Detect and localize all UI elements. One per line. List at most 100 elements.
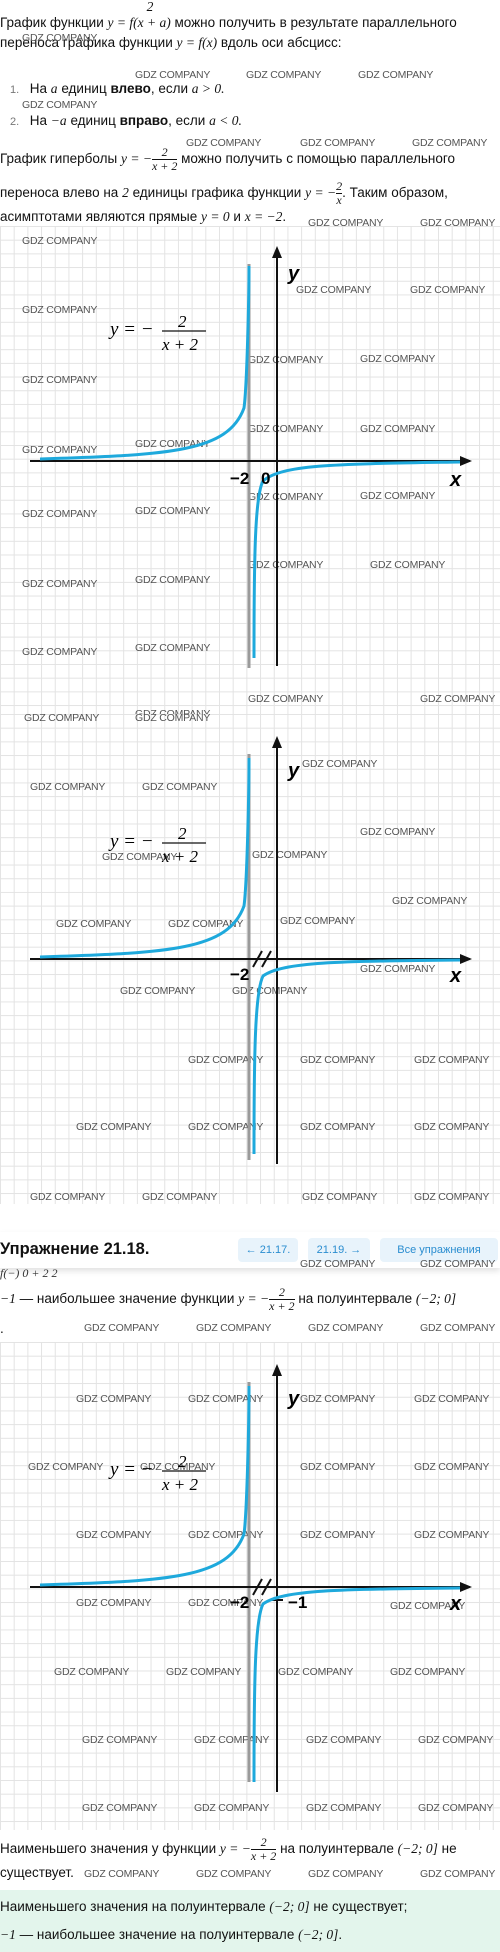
watermark: GDZ COMPANY [135, 69, 211, 81]
svg-text:GDZ COMPANY: GDZ COMPANY [82, 1802, 157, 1814]
svg-text:GDZ COMPANY: GDZ COMPANY [22, 508, 97, 520]
y-axis-arrow [272, 736, 282, 748]
svg-text:GDZ COMPANY: GDZ COMPANY [22, 578, 97, 590]
svg-text:GDZ COMPANY: GDZ COMPANY [300, 1054, 375, 1066]
svg-text:GDZ COMPANY: GDZ COMPANY [390, 1666, 465, 1678]
svg-text:GDZ COMPANY: GDZ COMPANY [414, 1529, 489, 1541]
y-axis-arrow [272, 246, 282, 258]
svg-text:GDZ COMPANY: GDZ COMPANY [135, 708, 210, 714]
formula-num: 2 [178, 824, 187, 843]
svg-text:GDZ COMPANY: GDZ COMPANY [302, 1191, 377, 1203]
graph-3: GDZ COMPANY GDZ COMPANY GDZ COMPANY GDZ … [0, 1342, 500, 1830]
open-end-tick [261, 1578, 272, 1596]
watermark: GDZ COMPANY [420, 1322, 496, 1334]
formula-num: 2 [178, 1452, 187, 1471]
svg-text:GDZ COMPANY: GDZ COMPANY [76, 1597, 151, 1609]
svg-text:GDZ COMPANY: GDZ COMPANY [24, 714, 99, 724]
hyperbola-line-2: переноса влево на 2 единицы графика функ… [0, 179, 448, 207]
svg-text:GDZ COMPANY: GDZ COMPANY [135, 574, 210, 586]
svg-text:GDZ COMPANY: GDZ COMPANY [278, 1666, 353, 1678]
svg-text:GDZ COMPANY: GDZ COMPANY [360, 490, 435, 502]
svg-text:GDZ COMPANY: GDZ COMPANY [30, 781, 105, 793]
svg-text:GDZ COMPANY: GDZ COMPANY [140, 1461, 215, 1473]
svg-text:GDZ COMPANY: GDZ COMPANY [28, 1461, 103, 1473]
svg-text:GDZ COMPANY: GDZ COMPANY [414, 1191, 489, 1203]
watermark: GDZ COMPANY [186, 137, 262, 149]
graph-3-svg: GDZ COMPANY GDZ COMPANY GDZ COMPANY GDZ … [28, 1364, 494, 1814]
svg-text:GDZ COMPANY: GDZ COMPANY [414, 1121, 489, 1133]
svg-text:GDZ COMPANY: GDZ COMPANY [232, 985, 307, 997]
svg-text:GDZ COMPANY: GDZ COMPANY [248, 491, 323, 503]
formula-num: 2 [178, 312, 187, 331]
svg-text:GDZ COMPANY: GDZ COMPANY [188, 1393, 263, 1405]
svg-text:GDZ COMPANY: GDZ COMPANY [30, 1191, 105, 1203]
watermark: GDZ COMPANY [308, 1868, 384, 1880]
svg-text:GDZ COMPANY: GDZ COMPANY [360, 353, 435, 365]
svg-text:GDZ COMPANY: GDZ COMPANY [76, 1393, 151, 1405]
answer-line-2: −1 — наибольшее значение на полуинтервал… [0, 1927, 343, 1942]
open-end-tick [252, 1578, 263, 1596]
formula-den: x + 2 [161, 335, 199, 354]
x-axis-label: x [449, 965, 462, 987]
svg-text:GDZ COMPANY: GDZ COMPANY [248, 693, 323, 705]
exercise-title: Упражнение 21.18. [0, 1240, 150, 1258]
svg-text:GDZ COMPANY: GDZ COMPANY [54, 1666, 129, 1678]
open-end-tick [261, 950, 272, 968]
svg-text:GDZ COMPANY: GDZ COMPANY [360, 423, 435, 435]
watermark: GDZ COMPANY [420, 1868, 496, 1880]
intro-line-2: переноса графика функции y = f(x) вдоль … [0, 35, 342, 50]
formula-den: x + 2 [161, 1475, 199, 1494]
svg-text:GDZ COMPANY: GDZ COMPANY [135, 642, 210, 654]
svg-text:GDZ COMPANY: GDZ COMPANY [135, 505, 210, 517]
svg-text:GDZ COMPANY: GDZ COMPANY [280, 915, 355, 927]
tick-label: −2 [230, 469, 249, 488]
watermark: GDZ COMPANY [22, 32, 98, 44]
svg-text:GDZ COMPANY: GDZ COMPANY [188, 1121, 263, 1133]
svg-text:GDZ COMPANY: GDZ COMPANY [166, 1666, 241, 1678]
y-axis-label: y [287, 760, 300, 782]
watermark: GDZ COMPANY [412, 137, 488, 149]
svg-text:GDZ COMPANY: GDZ COMPANY [120, 985, 195, 997]
svg-text:GDZ COMPANY: GDZ COMPANY [300, 1121, 375, 1133]
watermark: GDZ COMPANY [196, 1322, 272, 1334]
curve-left-branch [39, 1385, 251, 1587]
graph-2: GDZ COMPANY GDZ COMPANY GDZ COMPANY GDZ … [0, 714, 500, 1204]
y-axis-arrow [272, 1364, 282, 1376]
formula-prefix: y = − [108, 319, 154, 340]
prev-exercise-button[interactable]: ← 21.17. [238, 1238, 298, 1262]
watermark: GDZ COMPANY [358, 69, 434, 81]
svg-text:GDZ COMPANY: GDZ COMPANY [142, 1191, 217, 1203]
svg-text:GDZ COMPANY: GDZ COMPANY [194, 1802, 269, 1814]
svg-text:GDZ COMPANY: GDZ COMPANY [300, 1529, 375, 1541]
svg-text:GDZ COMPANY: GDZ COMPANY [22, 713, 97, 714]
svg-text:GDZ COMPANY: GDZ COMPANY [142, 781, 217, 793]
curve-left-branch [39, 265, 251, 461]
svg-text:GDZ COMPANY: GDZ COMPANY [414, 1461, 489, 1473]
exercise-nav-bar: Упражнение 21.18. ← 21.17. 21.19. → Все … [0, 1232, 500, 1268]
svg-text:GDZ COMPANY: GDZ COMPANY [22, 304, 97, 316]
tick-label: −2 [230, 1593, 249, 1612]
intro-line-1: График функции y = f(x + a) можно получи… [0, 15, 457, 30]
svg-text:GDZ COMPANY: GDZ COMPANY [168, 918, 243, 930]
svg-text:GDZ COMPANY: GDZ COMPANY [420, 693, 495, 705]
svg-text:GDZ COMPANY: GDZ COMPANY [414, 1393, 489, 1405]
x-axis-label: x [449, 469, 462, 491]
svg-text:GDZ COMPANY: GDZ COMPANY [248, 559, 323, 571]
curve-right-branch [252, 460, 461, 659]
svg-text:GDZ COMPANY: GDZ COMPANY [370, 559, 445, 571]
watermarks: GDZ COMPANY GDZ COMPANY GDZ COMPANY GDZ … [22, 235, 496, 714]
answer-line-1: Наименьшего значения на полуинтервале (−… [0, 1899, 408, 1914]
svg-text:GDZ COMPANY: GDZ COMPANY [300, 1393, 375, 1405]
svg-text:GDZ COMPANY: GDZ COMPANY [188, 1054, 263, 1066]
svg-text:GDZ COMPANY: GDZ COMPANY [410, 284, 485, 296]
x-axis-arrow [460, 1582, 472, 1592]
all-exercises-button[interactable]: Все упражнения [380, 1238, 498, 1262]
watermarks: GDZ COMPANY GDZ COMPANY GDZ COMPANY GDZ … [24, 714, 490, 1203]
open-end-tick [252, 950, 263, 968]
formula-prefix: y = − [108, 831, 154, 852]
next-exercise-button[interactable]: 21.19. → [308, 1238, 370, 1262]
svg-text:GDZ COMPANY: GDZ COMPANY [306, 1802, 381, 1814]
